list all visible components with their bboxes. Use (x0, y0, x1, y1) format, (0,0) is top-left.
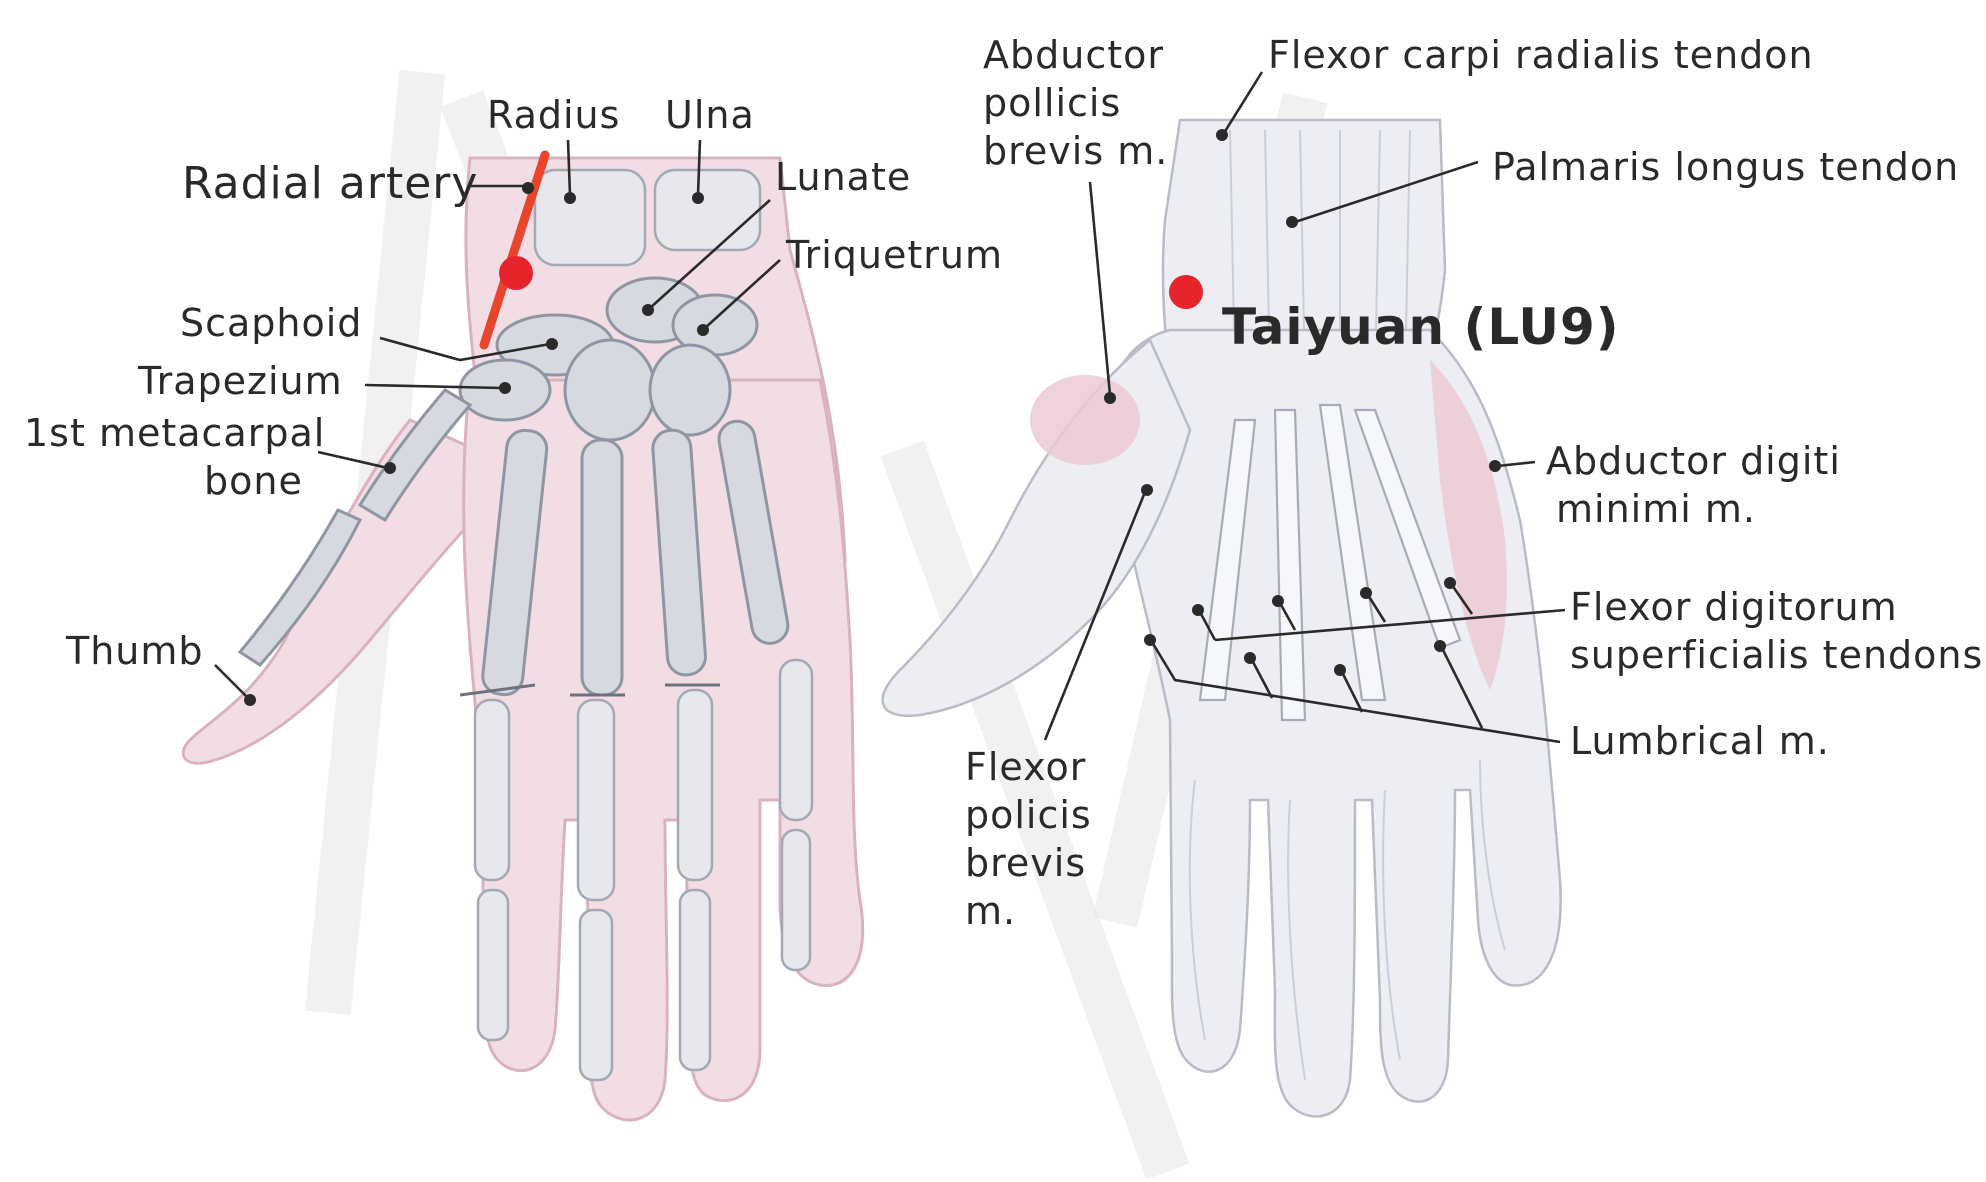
label-fds-2: superficialis tendons (1570, 633, 1983, 677)
label-radius: Radius (487, 93, 620, 137)
label-scaphoid: Scaphoid (180, 301, 362, 345)
label-abductor-digiti-1: Abductor digiti (1546, 439, 1841, 483)
leaders (214, 71, 1566, 744)
label-first-metacarpal-1: 1st metacarpal (24, 411, 325, 455)
ulna-bone (653, 168, 762, 252)
distal-5 (780, 828, 812, 972)
tendon-index (1198, 418, 1257, 702)
left-hand (181, 156, 865, 1122)
label-trapezium: Trapezium (137, 359, 343, 403)
tendon-middle (1273, 408, 1307, 722)
label-palmaris-longus: Palmaris longus tendon (1492, 145, 1959, 189)
label-radial-artery: Radial artery (182, 158, 478, 209)
label-lunate: Lunate (775, 155, 911, 199)
phalanx-3 (576, 698, 616, 902)
label-abductor-pollicis-3: brevis m. (983, 129, 1168, 173)
label-flexor-carpi-radialis: Flexor carpi radialis tendon (1268, 33, 1814, 77)
label-abductor-pollicis-1: Abductor (983, 33, 1164, 77)
hamate-bone (648, 343, 732, 437)
label-lumbrical: Lumbrical m. (1570, 719, 1830, 763)
left-acupoint (499, 256, 533, 290)
distal-2 (476, 888, 510, 1042)
label-flexor-pollicis-1: Flexor (965, 745, 1086, 789)
radius-bone (533, 168, 647, 267)
phalanx-5 (778, 658, 814, 822)
metacarpal-2 (481, 428, 549, 697)
metacarpal-4 (651, 428, 707, 677)
metacarpal-3 (580, 438, 624, 697)
capitate-bone (563, 338, 657, 442)
distal-3 (578, 908, 614, 1082)
thumb-phalanges (237, 508, 363, 667)
phalanx-2 (473, 698, 511, 882)
label-flexor-pollicis-4: m. (965, 889, 1016, 933)
label-abductor-pollicis-2: pollicis (983, 81, 1121, 125)
distal-4 (678, 888, 712, 1072)
phalanx-4 (676, 688, 714, 882)
labels: Radius Ulna Radial artery Lunate Triquet… (24, 33, 1983, 933)
right-hand (881, 118, 1562, 1118)
label-first-metacarpal-2: bone (204, 459, 303, 503)
label-flexor-pollicis-2: policis (965, 793, 1092, 837)
tendon-little (1353, 408, 1462, 650)
label-fds-1: Flexor digitorum (1570, 585, 1898, 629)
metacarpal-5 (717, 419, 790, 645)
taiyuan-acupoint (1169, 275, 1203, 309)
label-thumb: Thumb (65, 629, 204, 673)
label-abductor-digiti-2: minimi m. (1556, 487, 1756, 531)
hypothenar-muscle (1430, 360, 1507, 690)
label-flexor-pollicis-3: brevis (965, 841, 1086, 885)
label-taiyuan: Taiyuan (LU9) (1222, 298, 1620, 356)
label-triquetrum: Triquetrum (785, 233, 1003, 277)
thenar-muscle (1030, 375, 1140, 465)
first-metacarpal (357, 388, 473, 523)
radial-artery-line (479, 150, 550, 350)
label-ulna: Ulna (665, 93, 755, 137)
